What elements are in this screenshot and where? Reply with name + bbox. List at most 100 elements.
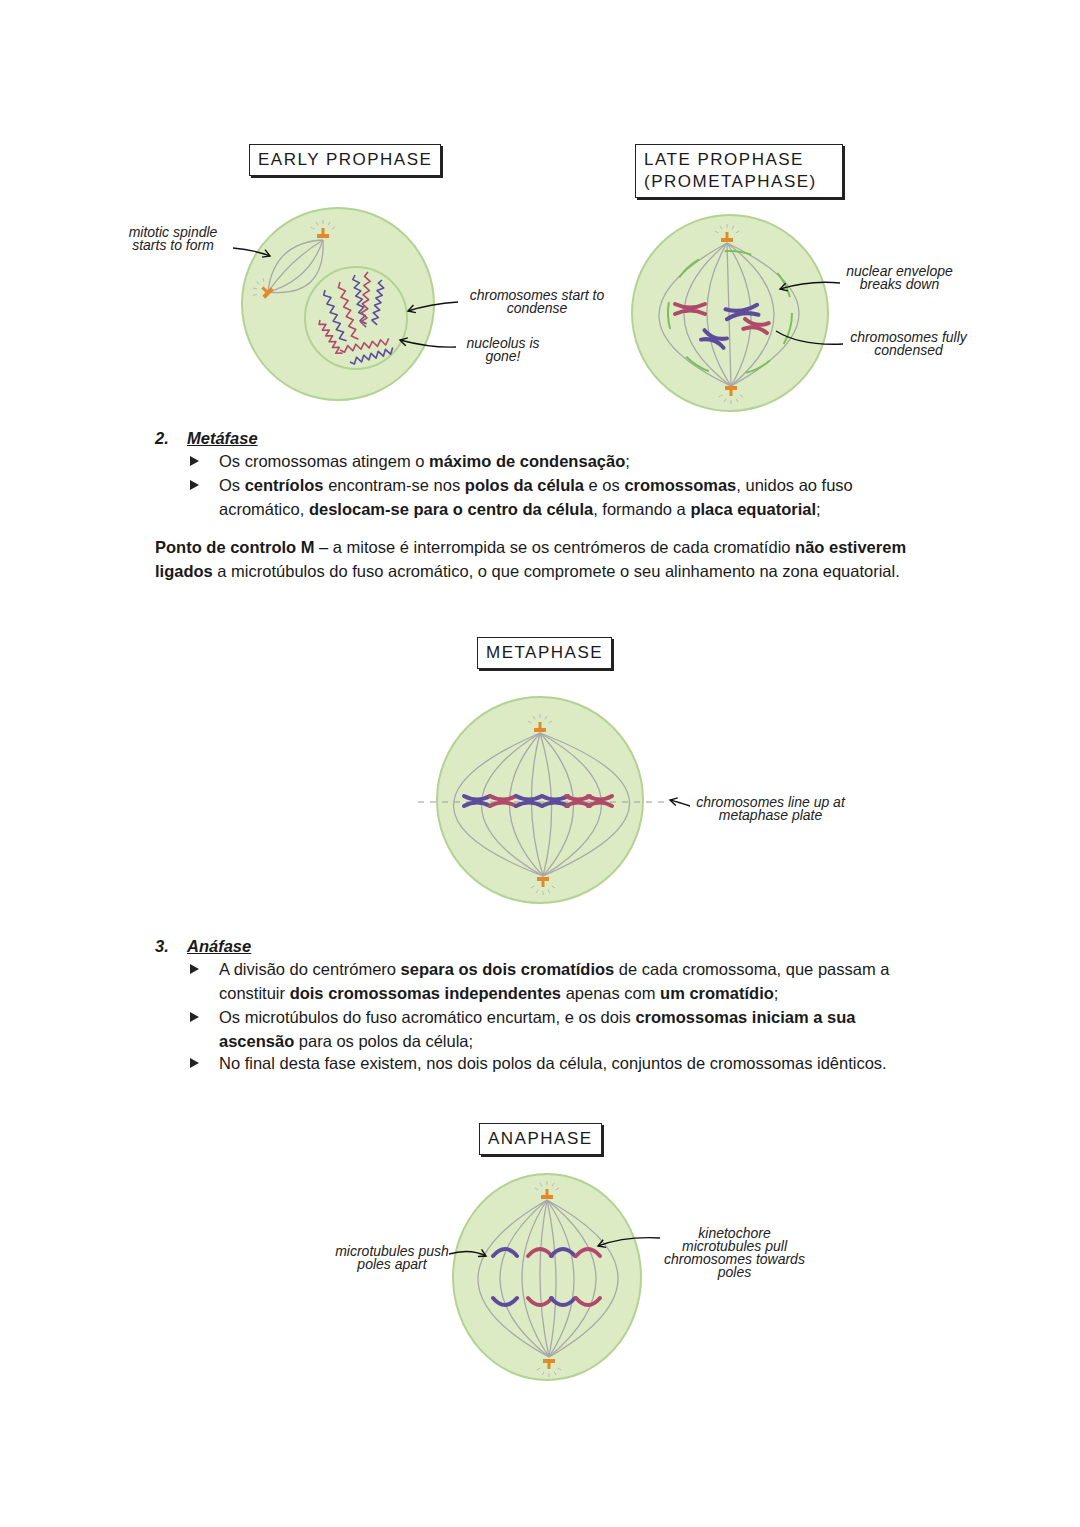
centrosome — [535, 1181, 559, 1199]
aster-ray — [528, 721, 531, 723]
aster-ray — [311, 227, 314, 229]
section-number: 2. — [155, 429, 169, 447]
metaphase-plate-line — [418, 801, 668, 802]
aster-ray — [543, 891, 544, 895]
centriole — [322, 228, 325, 235]
bold-term: centríolos — [245, 476, 324, 494]
spindle-fiber — [707, 243, 731, 386]
body-paragraph: Os microtúbulos do fuso acromático encur… — [219, 1005, 924, 1053]
spindle-fiber — [268, 240, 323, 292]
annotation-text: nuclear envelope breaks down — [846, 263, 953, 292]
aster-ray — [537, 1368, 540, 1370]
annotation-text: chromosomes start to condense — [470, 287, 605, 316]
chromatid — [516, 803, 542, 807]
aster-ray — [552, 1183, 554, 1186]
centriole — [730, 389, 733, 396]
separated-chromosome — [528, 1249, 552, 1256]
section-heading: Metáfase — [187, 426, 258, 450]
spindle-fiber — [659, 243, 731, 386]
body-text: e os — [589, 476, 620, 494]
centriole — [542, 880, 545, 887]
aster-ray — [715, 231, 718, 233]
section-heading: Metáfase — [187, 429, 258, 447]
body-text: Os — [219, 476, 240, 494]
centrosome — [528, 714, 552, 732]
chromatid — [701, 336, 725, 347]
annotation: chromosomes start to condense — [462, 289, 612, 315]
spindle-fiber — [268, 240, 323, 292]
body-text: , formando a — [593, 500, 686, 518]
spindle-fiber — [547, 1200, 596, 1357]
body-text: Os cromossomas atingem o — [219, 452, 424, 470]
aster-ray — [549, 721, 552, 723]
chromatid — [464, 803, 490, 807]
aster-ray — [531, 886, 534, 888]
centrosome — [248, 273, 278, 303]
chromosome — [516, 796, 542, 806]
condensing-chromosome — [361, 272, 371, 327]
bold-term: Ponto de controlo M — [155, 538, 314, 556]
aster-ray — [316, 222, 318, 225]
spindle-fiber — [482, 733, 543, 876]
cell-membrane — [242, 208, 434, 400]
chromatid — [490, 796, 516, 800]
centrosome — [311, 220, 335, 238]
stage-title-box: METAPHASE — [477, 637, 612, 669]
annotation-text: microtubules push poles apart — [335, 1243, 449, 1272]
bold-term: polos da célula — [465, 476, 584, 494]
condensing-chromosome — [350, 348, 393, 364]
aster-ray — [540, 1183, 542, 1186]
centriole — [546, 1189, 549, 1196]
body-text: ; — [625, 452, 630, 470]
annotation-text: nucleolus is gone! — [466, 335, 539, 364]
body-text: para os polos da célula; — [299, 1032, 473, 1050]
aster-ray — [731, 400, 732, 404]
chromosome — [701, 330, 727, 348]
bullet-marker — [190, 964, 199, 974]
centrosome — [537, 1359, 561, 1377]
separated-chromosome — [493, 1249, 517, 1256]
aster-ray — [328, 222, 330, 225]
chromatid — [675, 304, 705, 308]
aster-ray — [253, 293, 257, 297]
nuclear-envelope-fragment — [668, 302, 670, 329]
bold-term: separa os dois cromatídios — [401, 960, 615, 978]
body-text: a microtúbulos do fuso acromático, o que… — [217, 562, 899, 580]
aster-ray — [736, 231, 739, 233]
aster-ray — [533, 716, 535, 719]
stage-title: LATE PROPHASE (PROMETAPHASE) — [644, 150, 817, 191]
spindle-fiber — [500, 1200, 549, 1357]
aster-ray — [323, 220, 324, 224]
aster-ray — [540, 714, 541, 718]
spindle-fiber — [547, 1200, 574, 1357]
bullet-marker — [190, 456, 199, 466]
spindle-fiber — [727, 243, 731, 386]
separated-chromosome — [576, 1249, 600, 1256]
annotation: chromosomes line up at metaphase plate — [693, 796, 848, 822]
body-paragraph: A divisão do centrómero separa os dois c… — [219, 957, 924, 1005]
chromosome — [743, 319, 768, 333]
aster-ray — [736, 399, 738, 402]
condensing-chromosome — [372, 280, 384, 325]
condensing-chromosome — [340, 338, 389, 352]
annotation: chromosomes fully condensed — [846, 331, 971, 357]
nucleus — [305, 267, 407, 369]
centrosome — [719, 386, 743, 404]
section-number: 2. — [155, 426, 169, 450]
annotation: mitotic spindle starts to form — [112, 226, 234, 252]
annotation-text: kinetochore microtubules pull chromosome… — [664, 1225, 805, 1280]
section-heading: Anáfase — [187, 934, 251, 958]
aster-ray — [332, 227, 335, 229]
bullet-marker — [190, 480, 199, 490]
chromosome — [490, 796, 516, 806]
aster-ray — [556, 1188, 559, 1190]
leader-line — [670, 800, 690, 806]
spindle-fiber — [547, 1200, 556, 1357]
aster-ray — [720, 226, 722, 229]
aster-ray — [552, 886, 555, 888]
leader-line — [233, 248, 270, 256]
aster-ray — [535, 1188, 538, 1190]
leader-line — [400, 340, 456, 347]
body-text: A divisão do centrómero — [219, 960, 396, 978]
bold-term: placa equatorial — [690, 500, 816, 518]
